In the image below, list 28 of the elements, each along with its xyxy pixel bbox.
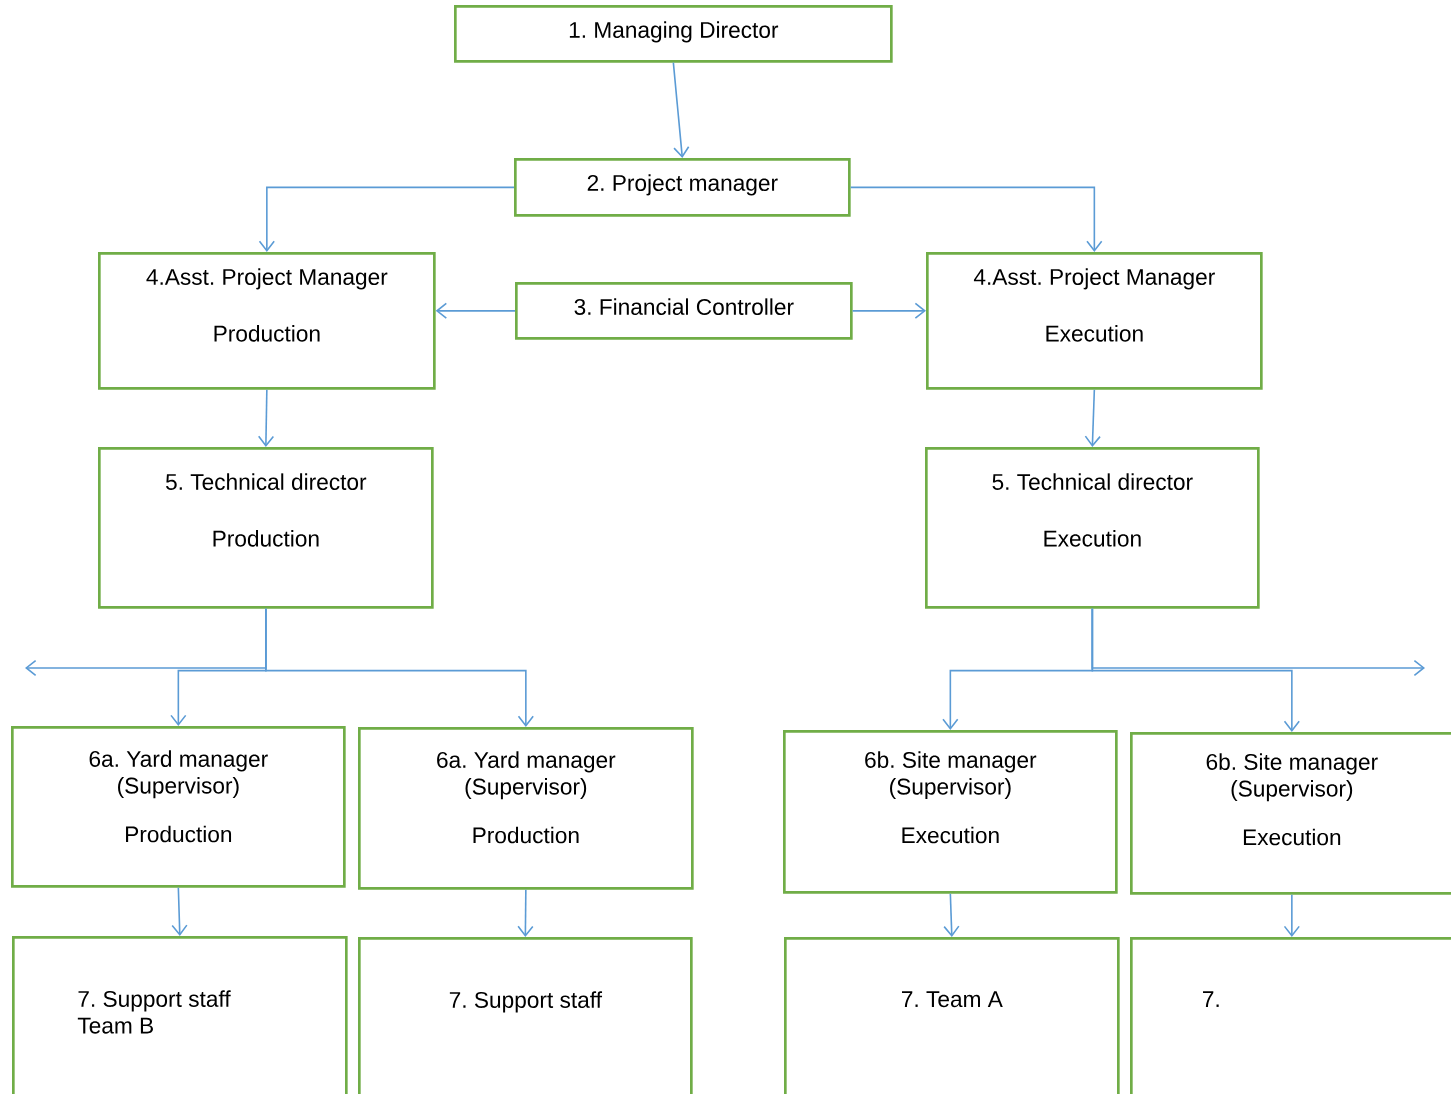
arrow xyxy=(257,388,275,447)
org-box: 6b. Site manager (Supervisor) Execution xyxy=(783,730,1118,894)
org-box: 3. Financial Controller xyxy=(515,282,853,340)
arrow xyxy=(171,886,188,936)
arrow xyxy=(849,186,1103,252)
org-box: 7. Support staff Team B xyxy=(12,936,348,1094)
arrow xyxy=(258,186,515,252)
org-box: 6a. Yard manager (Supervisor) Production xyxy=(358,727,694,890)
org-box: 1. Managing Director xyxy=(454,5,893,63)
org-box: 6b. Site manager (Supervisor) Execution xyxy=(1130,732,1451,895)
arrow xyxy=(851,302,926,319)
org-box: 4.Asst. Project Manager Production xyxy=(98,252,436,390)
org-box: 5. Technical director Execution xyxy=(925,447,1260,609)
arrow xyxy=(943,892,960,937)
arrow xyxy=(1091,607,1425,677)
arrow xyxy=(435,302,516,319)
org-box: 2. Project manager xyxy=(514,158,851,217)
org-box: 6a. Yard manager (Supervisor) Production xyxy=(11,726,346,888)
org-box: 7. xyxy=(1130,937,1451,1094)
arrow xyxy=(517,888,534,937)
org-box: 4.Asst. Project Manager Execution xyxy=(926,252,1263,390)
org-box: 7. Team A xyxy=(784,937,1120,1094)
arrow xyxy=(672,61,690,158)
arrow xyxy=(265,607,534,727)
org-box: 5. Technical director Production xyxy=(98,447,434,609)
arrow xyxy=(1283,893,1300,937)
arrow xyxy=(1084,388,1101,447)
org-box: 7. Support staff xyxy=(358,937,693,1094)
